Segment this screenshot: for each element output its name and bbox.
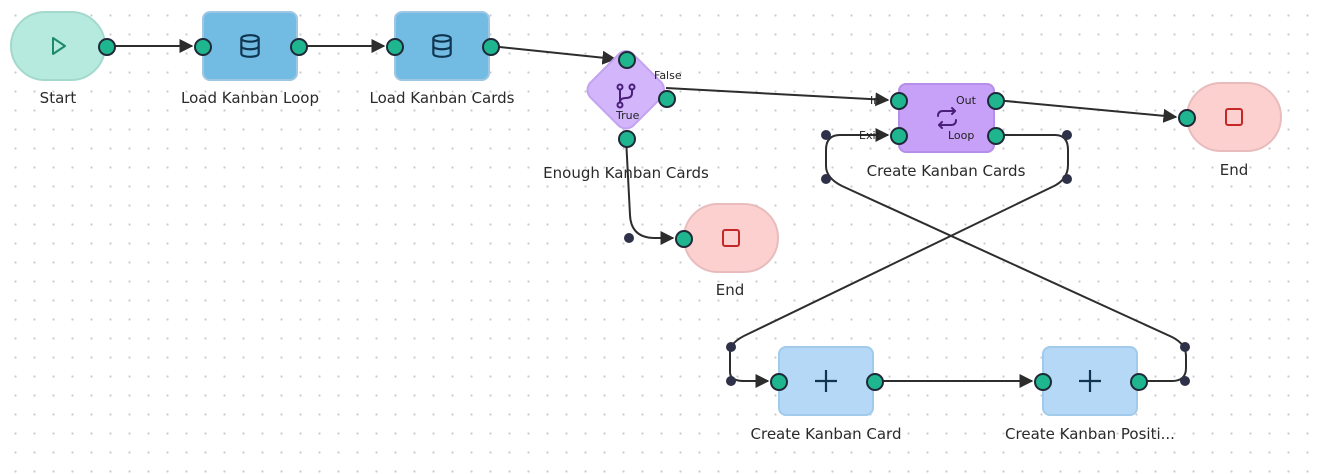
edge-waypoint[interactable] (624, 233, 634, 243)
loop-loop-port[interactable] (987, 127, 1005, 145)
create-kanban-card-label: Create Kanban Card (750, 425, 902, 443)
end-true-input-port[interactable] (675, 230, 693, 248)
loop-exit-port[interactable] (890, 127, 908, 145)
database-icon (237, 33, 263, 59)
edge-waypoint[interactable] (821, 174, 831, 184)
create-card-output-port[interactable] (866, 373, 884, 391)
edge-waypoint[interactable] (821, 130, 831, 140)
loop-out-port[interactable] (987, 92, 1005, 110)
plus-icon (1077, 368, 1103, 394)
false-label: False (654, 69, 682, 82)
start-label: Start (39, 89, 77, 107)
create-position-output-port[interactable] (1130, 373, 1148, 391)
edge-waypoint[interactable] (1180, 376, 1190, 386)
edge-condition-true-to-end[interactable] (625, 137, 675, 245)
in-label: In (870, 94, 881, 107)
end-true-label: End (715, 281, 745, 299)
load-cards-input-port[interactable] (386, 38, 404, 56)
condition-input-port[interactable] (618, 51, 636, 69)
loop-label: Loop (948, 129, 975, 142)
edge-loop-out-to-end[interactable] (994, 99, 1178, 123)
end-out-input-port[interactable] (1178, 109, 1196, 127)
true-label: True (616, 109, 640, 122)
create-kanban-position-node[interactable] (1042, 346, 1138, 416)
start-node[interactable] (10, 11, 106, 81)
end-true-node[interactable] (683, 203, 779, 273)
loop-icon (933, 105, 961, 131)
create-kanban-position-label: Create Kanban Positi... (1005, 425, 1175, 443)
condition-true-port[interactable] (618, 130, 636, 148)
create-kanban-cards-node[interactable] (898, 83, 995, 153)
end-out-node[interactable] (1186, 82, 1282, 152)
create-card-input-port[interactable] (770, 373, 788, 391)
load-kanban-cards-label: Load Kanban Cards (369, 89, 515, 107)
condition-false-port[interactable] (658, 90, 676, 108)
edge-waypoint[interactable] (1180, 342, 1190, 352)
create-kanban-card-node[interactable] (778, 346, 874, 416)
edge-condition-false-to-loop-in[interactable] (665, 87, 890, 107)
loop-in-port[interactable] (890, 92, 908, 110)
edge-create-position-to-loop-exit[interactable] (825, 128, 1187, 382)
stop-icon (1223, 106, 1245, 128)
plus-icon (813, 368, 839, 394)
enough-kanban-cards-node[interactable] (583, 47, 669, 133)
out-label: Out (956, 94, 976, 107)
play-icon (46, 34, 70, 58)
edge-waypoint[interactable] (1062, 130, 1072, 140)
load-loop-input-port[interactable] (194, 38, 212, 56)
start-output-port[interactable] (98, 38, 116, 56)
edge-waypoint[interactable] (726, 342, 736, 352)
create-kanban-cards-label: Create Kanban Cards (866, 162, 1026, 180)
load-kanban-cards-node[interactable] (394, 11, 490, 81)
enough-kanban-cards-label: Enough Kanban Cards (543, 164, 709, 182)
load-cards-output-port[interactable] (482, 38, 500, 56)
branch-icon (614, 83, 638, 109)
stop-icon (720, 227, 742, 249)
create-position-input-port[interactable] (1034, 373, 1052, 391)
database-icon (429, 33, 455, 59)
exit-label: Exit (859, 129, 880, 142)
load-kanban-loop-label: Load Kanban Loop (181, 89, 319, 107)
edge-waypoint[interactable] (1062, 174, 1072, 184)
edge-load-cards-to-condition[interactable] (489, 45, 617, 65)
load-kanban-loop-node[interactable] (202, 11, 298, 81)
end-out-label: End (1219, 161, 1249, 179)
edge-waypoint[interactable] (726, 376, 736, 386)
load-loop-output-port[interactable] (290, 38, 308, 56)
